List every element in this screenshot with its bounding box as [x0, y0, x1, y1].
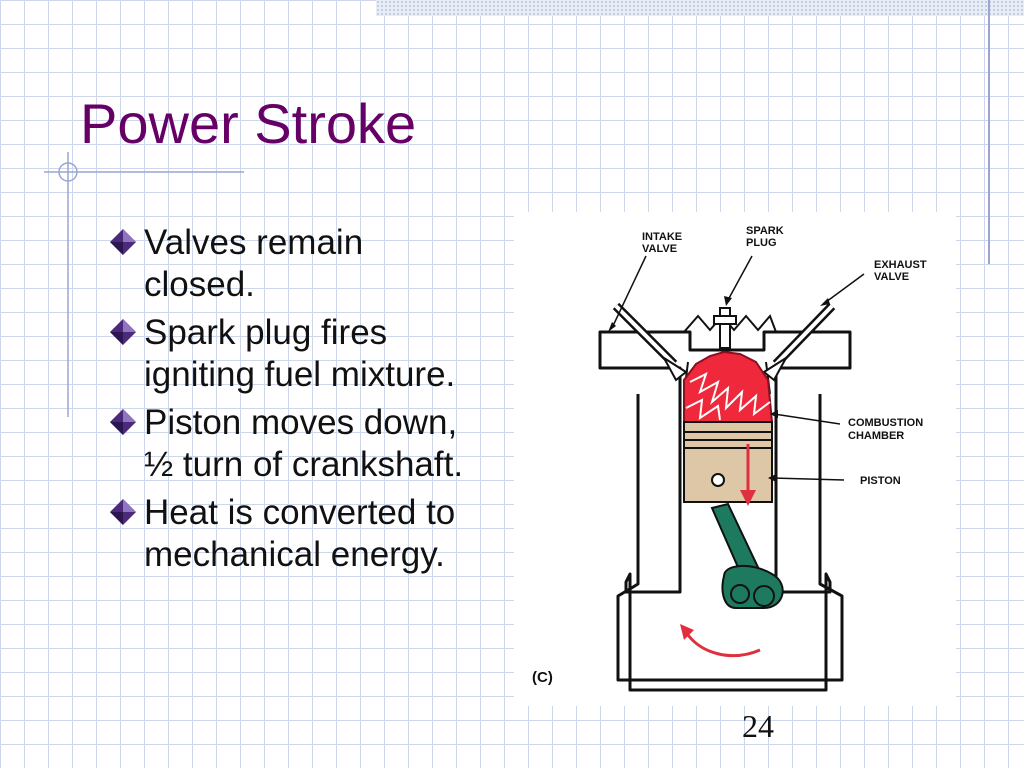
bullet-text: ½ turn of crankshaft.	[144, 445, 464, 484]
label-spark: SPARK	[746, 225, 784, 237]
crosshair-decoration	[44, 152, 244, 417]
engine-power-stroke-diagram: INTAKE VALVE SPARK PLUG EXHAUST VALVE CO…	[514, 212, 956, 706]
bullet-text: mechanical energy.	[144, 535, 445, 574]
diamond-bullet-icon	[110, 409, 136, 435]
flame-lines	[685, 372, 771, 421]
bullet-item: Heat is converted to mechanical energy.	[104, 492, 524, 576]
piston-icon	[683, 421, 773, 503]
bullet-item: Spark plug fires igniting fuel mixture.	[104, 312, 524, 396]
bullet-item: Valves remain closed.	[104, 222, 524, 306]
label-valve: VALVE	[874, 271, 909, 283]
label-plug: PLUG	[746, 237, 777, 249]
spark-plug-icon	[713, 307, 737, 349]
right-accent-line	[988, 0, 990, 264]
bullet-text: Spark plug fires	[144, 313, 388, 352]
diamond-bullet-icon	[110, 229, 136, 255]
top-texture-band	[376, 0, 1024, 16]
panel-label: (C)	[532, 669, 553, 686]
slide-title: Power Stroke	[80, 92, 417, 155]
label-piston: PISTON	[860, 475, 901, 487]
rotation-arrow-icon	[680, 624, 761, 658]
crankshaft-icon	[721, 565, 784, 609]
label-intake: INTAKE	[642, 231, 682, 243]
bullet-text: closed.	[144, 265, 255, 304]
bullet-text: Heat is converted to	[144, 493, 456, 532]
bullet-text: igniting fuel mixture.	[144, 355, 456, 394]
intake-valve	[612, 302, 688, 382]
label-valve: VALVE	[642, 243, 677, 255]
label-exhaust: EXHAUST	[874, 259, 927, 271]
downward-arrow-icon	[740, 444, 756, 506]
label-chamber: CHAMBER	[848, 430, 904, 442]
bullet-text: Valves remain	[144, 223, 364, 262]
leader-lines	[608, 255, 865, 482]
cylinder-head-ridges	[683, 314, 777, 333]
bullet-item: Piston moves down, ½ turn of crankshaft.	[104, 402, 524, 486]
bullet-text: Piston moves down,	[144, 403, 458, 442]
diamond-bullet-icon	[110, 319, 136, 345]
diamond-bullet-icon	[110, 499, 136, 525]
page-number: 24	[742, 708, 774, 744]
label-combustion: COMBUSTION	[848, 417, 923, 429]
bullet-list: Valves remain closed. Spark plug fires i…	[104, 222, 524, 582]
exhaust-valve	[762, 302, 836, 382]
